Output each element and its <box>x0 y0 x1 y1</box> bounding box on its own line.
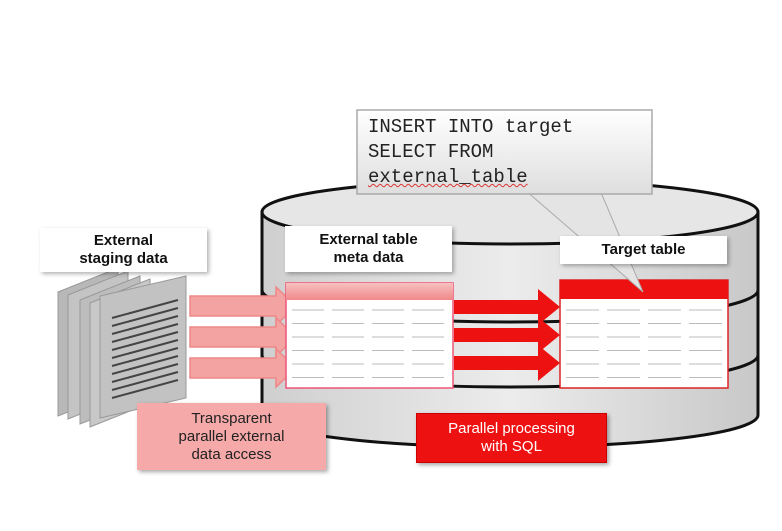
staging-documents-icon <box>57 267 187 428</box>
target-label-text: Target table <box>601 241 686 258</box>
staging-label-line-1: External <box>93 232 154 249</box>
red-arrow-1 <box>454 289 560 325</box>
sql-callout: INSERT INTO target SELECT FROM external_… <box>358 111 650 193</box>
meta-data-table <box>285 282 454 389</box>
callout-bubble <box>356 109 653 195</box>
transparent-line-1: Transparent <box>191 409 272 427</box>
target-table-label: Target table <box>560 236 727 264</box>
parallel-line-1: Parallel processing <box>448 420 575 437</box>
sql-line-2: SELECT FROM <box>368 141 494 163</box>
transparent-line-3: data access <box>191 445 272 463</box>
parallel-line-2: with SQL <box>481 438 542 455</box>
meta-label-line-1: External table <box>319 231 418 248</box>
sql-line-3: external_table <box>368 166 528 188</box>
pink-arrow-1 <box>189 285 298 327</box>
transparent-line-2: parallel external <box>178 427 285 445</box>
staging-data-label: External staging data <box>40 228 207 272</box>
red-arrow-3 <box>454 345 560 381</box>
transparent-access-note: Transparent parallel external data acces… <box>137 403 326 470</box>
parallel-processing-note: Parallel processing with SQL <box>416 413 607 463</box>
target-table <box>559 279 729 389</box>
red-arrow-2 <box>454 317 560 353</box>
staging-label-line-2: staging data <box>79 250 168 267</box>
pink-arrow-3 <box>189 347 298 389</box>
meta-label-line-2: meta data <box>333 249 404 266</box>
meta-data-label: External table meta data <box>285 226 452 272</box>
sql-line-1: INSERT INTO target <box>368 116 574 138</box>
pink-arrow-2 <box>189 316 298 358</box>
